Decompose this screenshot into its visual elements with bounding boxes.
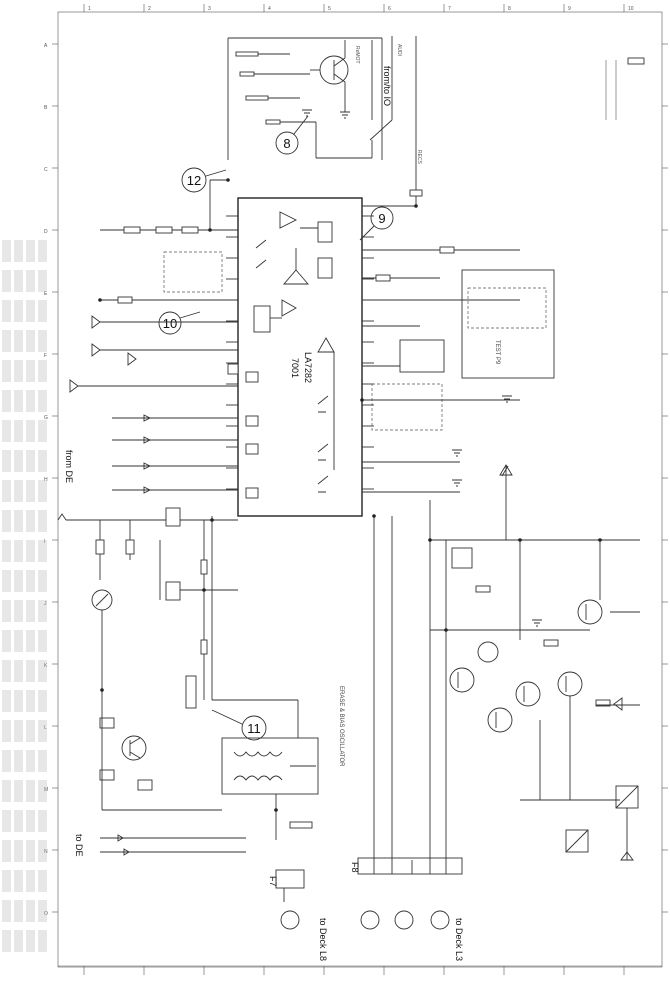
grid-top-label: 9	[568, 6, 571, 12]
grid-left-label: G	[44, 415, 48, 421]
grid-left-markers: A B C D E F G H I J K L M N O	[44, 43, 668, 917]
grid-left-label: D	[44, 229, 48, 235]
grid-left-label: L	[44, 725, 47, 731]
svg-text:LA7282: LA7282	[303, 352, 313, 383]
input-network-top	[69, 179, 239, 393]
parts-list	[2, 240, 47, 952]
to-deck-l8-label: to Deck L8	[318, 918, 328, 961]
connector-f8: F8 to Deck L3	[350, 857, 464, 961]
from-de-label: from DE	[64, 450, 74, 483]
grid-left-label: I	[44, 539, 45, 545]
svg-text:ReMOT: ReMOT	[354, 46, 360, 64]
erase-bias-oscillator: ERASE & BIAS OSCILLATOR	[99, 686, 344, 840]
grid-left-label: N	[44, 849, 48, 855]
grid-left-label: F	[44, 353, 47, 359]
svg-text:RECS: RECS	[416, 150, 422, 165]
grid-top-label: 10	[628, 6, 634, 12]
svg-text:11: 11	[247, 721, 261, 736]
oscillator-label: ERASE & BIAS OSCILLATOR	[338, 686, 344, 767]
to-deck-l3-label: to Deck L3	[454, 918, 464, 961]
grid-left-label: K	[44, 663, 48, 669]
right-network: TEST P9	[362, 180, 555, 540]
svg-text:TEST P9: TEST P9	[494, 340, 500, 365]
inputs-from-de: from DE	[64, 414, 238, 494]
callout-10: 10	[158, 311, 201, 335]
grid-top-label: 5	[328, 6, 331, 12]
grid-left-label: B	[44, 105, 48, 111]
grid-left-label: E	[44, 291, 48, 297]
svg-text:7001: 7001	[290, 358, 300, 378]
legend-box	[605, 57, 645, 120]
ic-7001-la7282: 7001 LA7282	[237, 197, 363, 517]
grid-left-label: M	[44, 787, 48, 793]
grid-top-label: 1	[88, 6, 91, 12]
grid-top-label: 3	[208, 6, 211, 12]
ic-body	[237, 197, 363, 517]
grid-top-label: 8	[508, 6, 511, 12]
io-transistor-stage: ReMOT AUDI RECS	[227, 37, 422, 165]
svg-text:F8: F8	[350, 862, 360, 873]
callout-9: 9	[359, 206, 394, 241]
component-reference-marks	[98, 178, 602, 812]
grid-left-label: C	[44, 167, 48, 173]
grid-top-label: 2	[148, 6, 151, 12]
grid-left-label: H	[44, 477, 48, 483]
svg-text:10: 10	[163, 316, 177, 331]
grid-left-label: O	[44, 911, 48, 917]
mute-stage	[57, 507, 238, 709]
ic-right-pins	[362, 215, 374, 490]
svg-text:AUDI: AUDI	[396, 44, 402, 56]
svg-text:12: 12	[187, 173, 201, 188]
drive-transistors	[430, 465, 640, 861]
to-de-connector: to DE	[74, 834, 246, 857]
callout-11: 11	[211, 709, 267, 741]
callout-8: 8	[275, 115, 309, 155]
svg-text:9: 9	[378, 211, 385, 226]
test-point-box	[461, 269, 555, 379]
grid-top-label: 7	[448, 6, 451, 12]
grid-top-label: 6	[388, 6, 391, 12]
grid-top-label: 4	[268, 6, 271, 12]
drawing-frame	[57, 11, 663, 968]
connector-f7: F7 to Deck L8	[268, 869, 328, 961]
svg-text:8: 8	[283, 136, 290, 151]
svg-text:F7: F7	[268, 876, 278, 887]
grid-left-label: A	[44, 43, 48, 49]
from-to-io-label: from/to IO	[382, 66, 392, 106]
callout-12: 12	[181, 167, 227, 193]
to-de-label: to DE	[74, 834, 84, 857]
grid-left-label: J	[44, 601, 47, 607]
ic-left-pins	[226, 215, 238, 490]
